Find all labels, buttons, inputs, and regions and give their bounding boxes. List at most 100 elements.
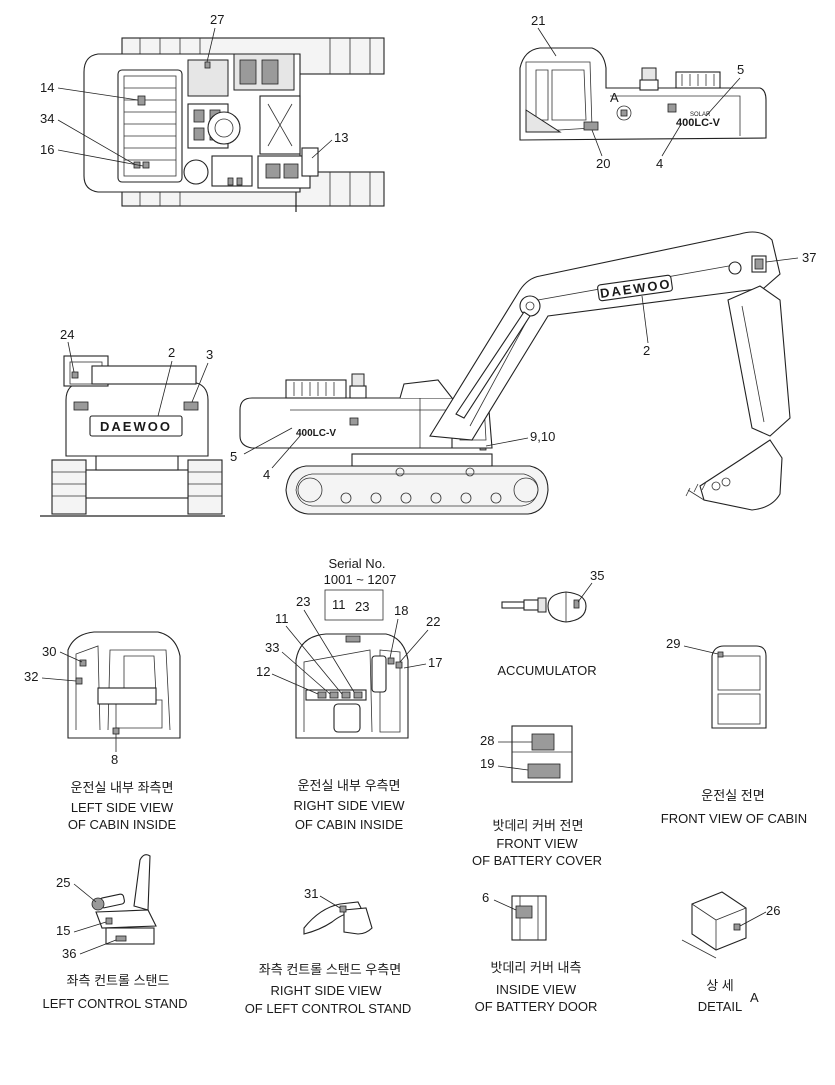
battery-cover-decal-19	[527, 763, 561, 779]
caption-battery-cover-en1: FRONT VIEW	[496, 836, 578, 851]
side-view-decal-20	[583, 121, 599, 131]
accumulator-decal-35	[573, 599, 580, 609]
callout-4-machine: 4	[263, 467, 270, 482]
callout-37: 37	[802, 250, 816, 265]
cabin-front-callouts: 29 운전실 전면 FRONT VIEW OF CABIN	[661, 636, 807, 826]
left-stand-decal-15	[105, 917, 113, 925]
callout-29: 29	[666, 636, 680, 651]
left-control-stand-view	[91, 854, 157, 945]
caption-detail-en: DETAIL	[698, 999, 743, 1014]
cabin-left-caption: 운전실 내부 좌측면 LEFT SIDE VIEW OF CABIN INSID…	[68, 780, 177, 832]
callout-8: 8	[111, 752, 118, 767]
callout-23: 23	[296, 594, 310, 609]
cabin-right-decal-33	[329, 691, 339, 699]
side-view-callouts: 21 5 A 20 4	[531, 13, 744, 171]
callout-28: 28	[480, 733, 494, 748]
callout-17: 17	[428, 655, 442, 670]
callout-24: 24	[60, 327, 74, 342]
detail-a-callouts: 26 상 세 DETAIL A	[698, 903, 781, 1014]
caption-battery-cover-en2: OF BATTERY COVER	[472, 853, 602, 868]
callout-34: 34	[40, 111, 54, 126]
top-view-upper-structure	[83, 37, 385, 212]
callout-5-side: 5	[737, 62, 744, 77]
caption-right-cabin-ko: 운전실 내부 우측면	[298, 778, 401, 793]
cabin-left-decal-30	[79, 659, 87, 667]
battery-door-decal-6	[515, 905, 533, 919]
accumulator-view	[501, 591, 587, 623]
side-view-upper-structure: 400LC-V SOLAR	[519, 47, 767, 141]
cabin-left-decal-8	[112, 727, 120, 735]
accumulator-callouts: 35 ACCUMULATOR	[497, 568, 604, 678]
callout-11: 11	[275, 611, 289, 626]
callout-30: 30	[42, 644, 56, 659]
top-view-decal-14	[137, 95, 146, 106]
callout-2-boom: 2	[643, 343, 650, 358]
cabin-left-decal-32	[75, 677, 83, 685]
caption-right-stand-en1: RIGHT SIDE VIEW	[271, 983, 383, 998]
side-view-excavator: 400LC-V DAEWOO	[239, 231, 791, 515]
front-view-brand-logo: DAEWOO	[100, 419, 172, 434]
cabin-right-decal-23	[353, 691, 363, 699]
cabin-right-callouts: 23 11 33 12 18 22 17	[256, 594, 442, 695]
callout-33: 33	[265, 640, 279, 655]
cabin-right-decal-18	[387, 657, 395, 665]
callout-25: 25	[56, 875, 70, 890]
callout-35: 35	[590, 568, 604, 583]
caption-front-cabin-en: FRONT VIEW OF CABIN	[661, 811, 807, 826]
caption-accumulator: ACCUMULATOR	[497, 663, 596, 678]
cabin-right-decal-11	[341, 691, 351, 699]
front-view-machine: DAEWOO	[40, 355, 225, 517]
callout-19: 19	[480, 756, 494, 771]
side-view-model-badge: 400LC-V	[676, 117, 721, 129]
battery-cover-front-view	[511, 725, 573, 783]
battery-cover-caption: 밧데리 커버 전면 FRONT VIEW OF BATTERY COVER	[472, 818, 602, 868]
cabin-left-inside-view	[67, 631, 181, 739]
callout-15: 15	[56, 923, 70, 938]
machine-model-badge: 400LC-V	[296, 428, 336, 439]
cabin-front-decal-29	[717, 651, 724, 658]
detail-a-view	[681, 891, 747, 959]
callout-21: 21	[531, 13, 545, 28]
callout-3: 3	[206, 347, 213, 362]
front-view-decal-24	[71, 371, 79, 379]
callout-16: 16	[40, 142, 54, 157]
callout-5-machine: 5	[230, 449, 237, 464]
caption-left-cabin-en1: LEFT SIDE VIEW	[71, 800, 174, 815]
cabin-left-callouts: 30 32 8	[24, 644, 118, 767]
left-stand-right-side-callouts: 31 좌측 컨트롤 스탠드 우측면 RIGHT SIDE VIEW OF LEF…	[245, 886, 412, 1016]
callout-13: 13	[334, 130, 348, 145]
serial-number-label: Serial No.	[328, 556, 385, 571]
caption-front-cabin-ko: 운전실 전면	[701, 788, 764, 803]
front-view-callouts: 24 2 3	[60, 327, 213, 417]
battery-door-callouts: 6 밧데리 커버 내측 INSIDE VIEW OF BATTERY DOOR	[475, 890, 598, 1014]
callout-6: 6	[482, 890, 489, 905]
caption-battery-door-en2: OF BATTERY DOOR	[475, 999, 598, 1014]
callout-27: 27	[210, 12, 224, 27]
callout-12: 12	[256, 664, 270, 679]
callout-2-front: 2	[168, 345, 175, 360]
battery-door-inside-view	[511, 895, 547, 941]
caption-left-stand-ko: 좌측 컨트롤 스탠드	[67, 973, 170, 988]
callout-4-side: 4	[656, 156, 663, 171]
cabin-front-view	[711, 645, 767, 729]
caption-detail-letter: A	[750, 990, 759, 1005]
caption-right-stand-ko: 좌측 컨트롤 스탠드 우측면	[259, 962, 401, 977]
top-view-callouts: 27 14 34 16 13	[40, 12, 348, 167]
cabin-right-decal-12	[317, 691, 327, 699]
serial-number-box: Serial No. 1001 ~ 1207 11 23	[324, 556, 397, 621]
caption-right-cabin-en1: RIGHT SIDE VIEW	[294, 798, 406, 813]
caption-battery-door-en1: INSIDE VIEW	[496, 982, 577, 997]
serial-number-range: 1001 ~ 1207	[324, 572, 397, 587]
callout-20: 20	[596, 156, 610, 171]
detail-a-decal-26	[733, 923, 741, 931]
cabin-right-caption: 운전실 내부 우측면 RIGHT SIDE VIEW OF CABIN INSI…	[294, 778, 406, 832]
caption-detail-ko: 상 세	[706, 978, 734, 993]
callout-36: 36	[62, 946, 76, 961]
cabin-right-decal-22	[395, 661, 403, 669]
arm-decal-37	[754, 258, 764, 270]
cabin-right-inside-view	[295, 633, 409, 739]
side-view-excavator-callouts: 37 2 5 4 9,10	[230, 250, 816, 482]
caption-right-stand-en2: OF LEFT CONTROL STAND	[245, 1001, 412, 1016]
